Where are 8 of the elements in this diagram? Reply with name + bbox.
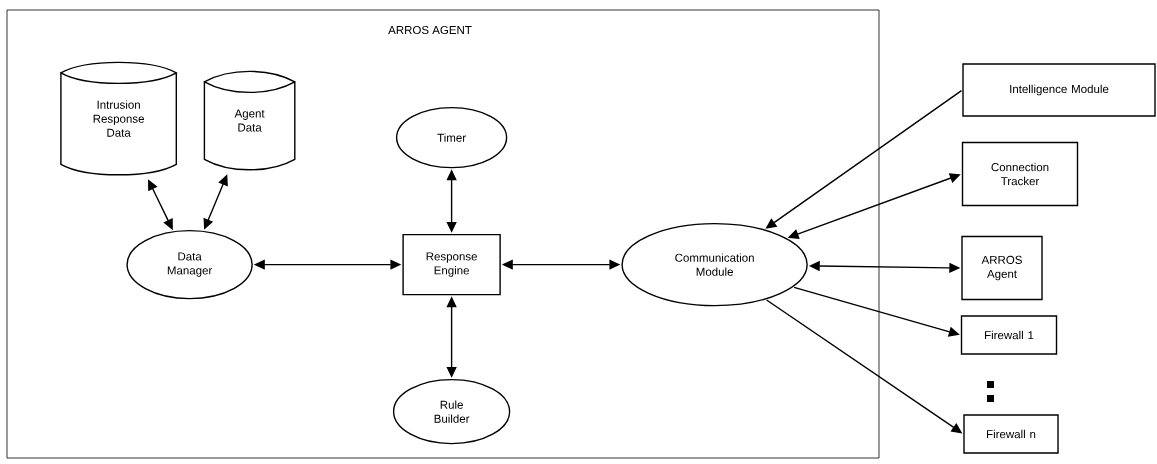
database-cylinder: Agent Data <box>203 70 296 171</box>
process-box: ARROS Agent <box>961 235 1043 301</box>
process-box: Response Engine <box>402 233 501 296</box>
process-box: Connection Tracker <box>961 141 1079 207</box>
database-cylinder: Intrusion Response Data <box>60 61 177 176</box>
process-box: Intelligence Module <box>962 63 1156 117</box>
process-box: Firewall n <box>963 414 1059 454</box>
process-box: Firewall 1 <box>960 315 1058 355</box>
